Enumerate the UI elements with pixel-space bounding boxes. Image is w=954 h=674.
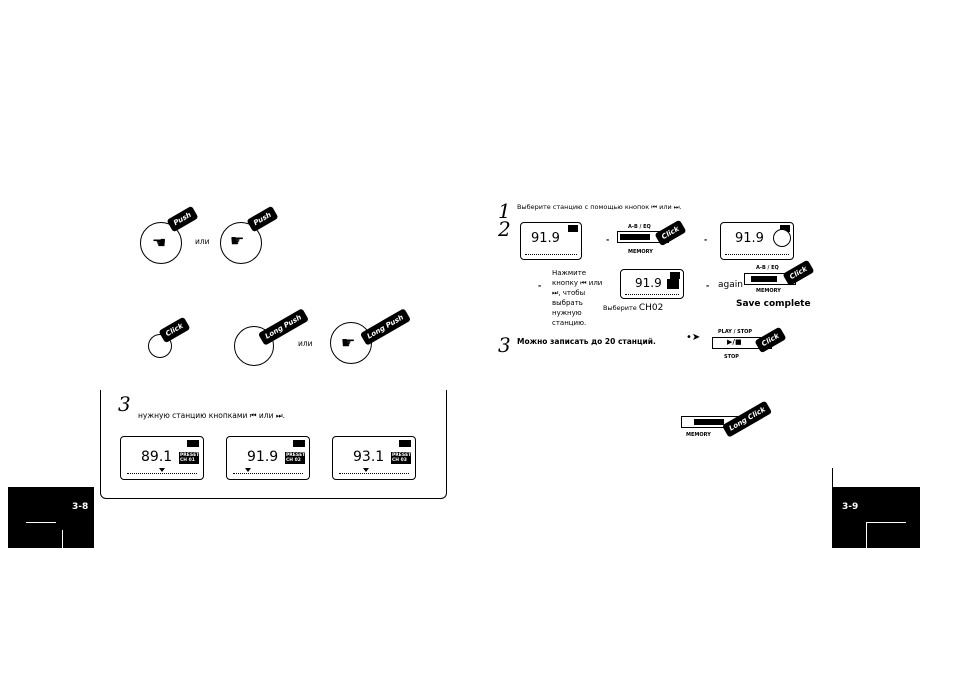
tuning-marker bbox=[363, 468, 369, 472]
tuning-scale bbox=[233, 473, 303, 474]
battery-icon bbox=[568, 225, 578, 232]
battery-icon bbox=[187, 440, 199, 447]
arrow-dash: - bbox=[606, 235, 610, 244]
page-tab-right bbox=[832, 487, 920, 548]
tab-divider bbox=[62, 530, 63, 548]
step-number-3-right: 3 bbox=[498, 333, 511, 357]
arrow-dash: - bbox=[704, 235, 708, 244]
click-burst: Click bbox=[754, 326, 787, 354]
play-stop-symbol: ▶/■ bbox=[727, 338, 742, 346]
preset-badge: PRESET CH 02 bbox=[285, 452, 306, 464]
step1-text: Выберите станцию с помощью кнопок ⏮ или … bbox=[517, 203, 682, 211]
tuning-scale bbox=[525, 254, 577, 255]
again-text: again bbox=[718, 280, 743, 290]
step-number-2: 2 bbox=[498, 217, 511, 241]
save-complete-text: Save complete bbox=[736, 299, 811, 309]
button-fill bbox=[620, 234, 650, 240]
hand-icon: ☛ bbox=[341, 333, 356, 352]
ili-text-2: или bbox=[298, 339, 313, 348]
lcd-frequency: 91.9 bbox=[247, 449, 279, 465]
ab-eq-label: A-B / EQ bbox=[756, 265, 779, 271]
memory-label: MEMORY bbox=[686, 432, 711, 438]
long-push-burst-2: Long Push bbox=[359, 308, 411, 346]
memory-label: MEMORY bbox=[756, 288, 781, 294]
battery-icon bbox=[670, 272, 680, 279]
select-text: Выберите bbox=[603, 304, 637, 312]
battery-icon bbox=[399, 440, 411, 447]
arrow-icon: •➤ bbox=[686, 332, 701, 343]
arrow-dash: - bbox=[538, 281, 542, 290]
lcd-display-1: 89.1 PRESET CH 01 bbox=[120, 436, 204, 480]
press-instruction: Нажмите кнопку ⏮ или ⏭, чтобы выбрать ну… bbox=[552, 269, 603, 327]
lcd-display-a: 91.9 bbox=[520, 222, 582, 260]
button-fill bbox=[751, 276, 777, 282]
lcd-frequency: 91.9 bbox=[531, 231, 560, 246]
button-fill bbox=[694, 419, 724, 425]
lcd-frequency: 89.1 bbox=[141, 449, 173, 465]
ili-text-1: или bbox=[195, 237, 210, 246]
battery-icon bbox=[293, 440, 305, 447]
page-tab-left bbox=[8, 487, 94, 548]
memory-label: MEMORY bbox=[628, 249, 653, 255]
tab-divider bbox=[866, 522, 906, 523]
step-number-3-left: 3 bbox=[118, 392, 131, 416]
preset-badge bbox=[667, 279, 679, 289]
tuning-scale bbox=[625, 294, 679, 295]
lcd-display-3: 93.1 PRESET CH 03 bbox=[332, 436, 416, 480]
memory-indicator-circle bbox=[773, 229, 791, 247]
page-number-right: 3-9 bbox=[842, 502, 859, 512]
tab-divider bbox=[26, 522, 56, 523]
arrow-dash: - bbox=[706, 281, 710, 290]
push-burst-1: Push bbox=[166, 205, 199, 233]
click-burst: Click bbox=[654, 219, 687, 247]
tab-divider bbox=[866, 522, 867, 558]
lcd-display-c: 91.9 bbox=[620, 269, 684, 299]
lcd-frequency: 91.9 bbox=[635, 276, 662, 290]
click-burst: Click bbox=[782, 259, 815, 287]
tuning-scale bbox=[127, 473, 197, 474]
tuning-marker bbox=[159, 468, 165, 472]
lcd-display-b: 91.9 bbox=[720, 222, 794, 260]
hand-icon: ☚ bbox=[152, 233, 167, 252]
stop-label: STOP bbox=[724, 354, 739, 360]
push-burst-2: Push bbox=[246, 205, 279, 233]
preset-badge: PRESET CH 03 bbox=[391, 452, 412, 464]
click-burst: Click bbox=[158, 316, 191, 344]
step3-text-left: нужную станцию кнопками ⏮ или ⏭. bbox=[138, 411, 285, 420]
tuning-scale bbox=[725, 254, 789, 255]
step-number-1: 1 bbox=[498, 199, 511, 223]
select-label: Выберите CH02 bbox=[603, 303, 663, 313]
channel-text: CH02 bbox=[638, 303, 664, 313]
lcd-frequency: 93.1 bbox=[353, 449, 385, 465]
lcd-display-2: 91.9 PRESET CH 02 bbox=[226, 436, 310, 480]
tuning-scale bbox=[339, 473, 409, 474]
page-number-left: 3-8 bbox=[72, 502, 89, 512]
hand-icon: ☛ bbox=[230, 231, 245, 250]
play-stop-label: PLAY / STOP bbox=[718, 329, 753, 335]
preset-badge: PRESET CH 01 bbox=[179, 452, 200, 464]
step3-frame bbox=[100, 390, 447, 499]
ab-eq-label: A-B / EQ bbox=[628, 224, 651, 230]
tuning-marker bbox=[245, 468, 251, 472]
step3-text-right: Можно записать до 20 станций. bbox=[517, 337, 656, 346]
lcd-frequency: 91.9 bbox=[735, 231, 764, 246]
